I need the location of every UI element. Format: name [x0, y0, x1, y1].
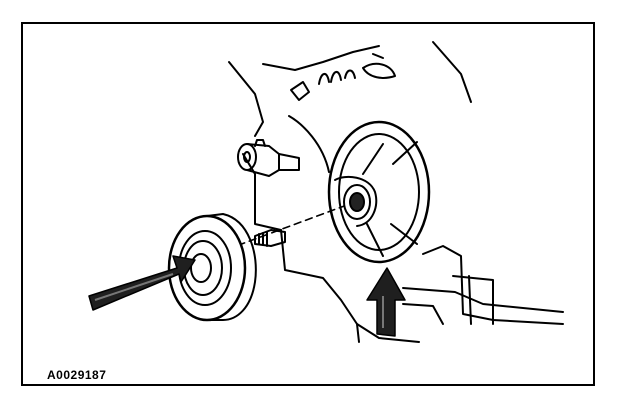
callout-arrow-left	[88, 255, 196, 311]
crankshaft-front-seal	[167, 213, 257, 322]
bolt-holes	[290, 53, 396, 101]
callout-arrow-up	[366, 267, 406, 337]
diagram-frame: A0029187	[21, 22, 595, 386]
timing-pin	[237, 139, 300, 177]
engine-block-outline	[228, 41, 564, 343]
figure-id-label: A0029187	[47, 368, 107, 382]
front-cover-seal-bore	[327, 120, 431, 264]
exploded-view-illustration	[88, 41, 564, 343]
